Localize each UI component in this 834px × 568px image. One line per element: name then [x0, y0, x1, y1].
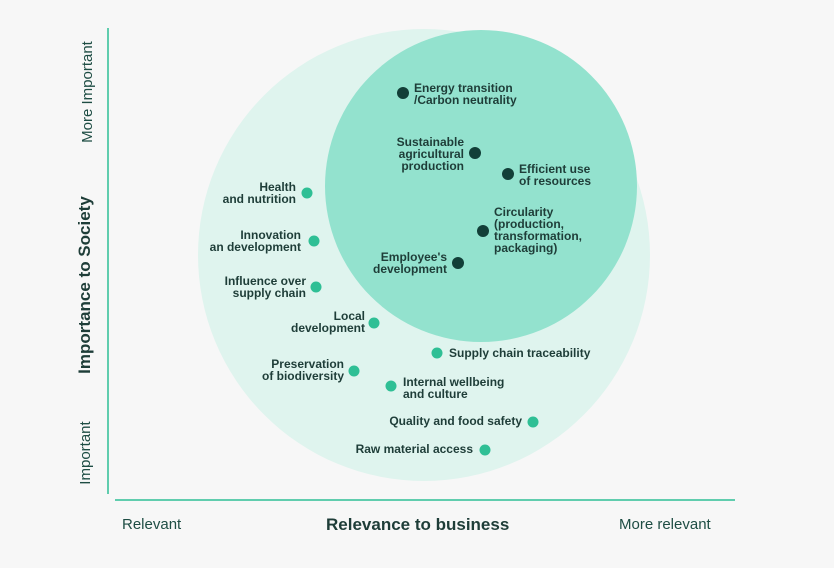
inner-circle: [325, 30, 637, 342]
topic-label-influence: Influence over supply chain: [224, 274, 306, 300]
topic-label-energy: Energy transition /Carbon neutrality: [414, 81, 517, 107]
topic-label-health: Health and nutrition: [222, 180, 296, 206]
topic-dot-wellbeing: [385, 380, 397, 392]
topic-dot-innovation: [308, 235, 320, 247]
x-axis-right-label: More relevant: [619, 516, 711, 533]
topic-label-agri: Sustainable agricultural production: [396, 135, 464, 173]
topic-label-innovation: Innovation an development: [209, 228, 301, 254]
topic-dot-health: [301, 187, 313, 199]
topic-dot-circularity: [477, 225, 489, 237]
topic-label-local: Local development: [290, 309, 365, 335]
y-axis-title: Importance to Society: [75, 196, 94, 374]
topic-dot-agri: [469, 147, 481, 159]
topic-label-employee: Employee's development: [372, 250, 447, 276]
topic-label-circularity: Circularity (production, transformation,…: [494, 205, 583, 255]
topic-dot-rawmaterial: [479, 444, 491, 456]
y-axis-top-label: More Important: [79, 41, 96, 143]
y-axis-bottom-label: Important: [77, 421, 94, 485]
topic-dot-resources: [502, 168, 514, 180]
topic-label-wellbeing: Internal wellbeing and culture: [403, 375, 505, 401]
topic-dot-local: [368, 317, 380, 329]
topic-label-rawmaterial: Raw material access: [355, 442, 473, 456]
x-axis-left-label: Relevant: [122, 516, 182, 533]
x-axis-title: Relevance to business: [326, 515, 510, 534]
topic-label-traceability: Supply chain traceability: [449, 346, 591, 360]
topic-label-quality: Quality and food safety: [389, 414, 522, 428]
topic-dot-employee: [452, 257, 464, 269]
topic-dot-traceability: [431, 347, 443, 359]
topic-dot-preservation: [348, 365, 360, 377]
topic-dot-energy: [397, 87, 409, 99]
topic-dot-influence: [310, 281, 322, 293]
topic-label-preservation: Preservation of biodiversity: [261, 357, 344, 383]
topic-dot-quality: [527, 416, 539, 428]
topic-label-resources: Efficient use of resources: [519, 162, 592, 188]
